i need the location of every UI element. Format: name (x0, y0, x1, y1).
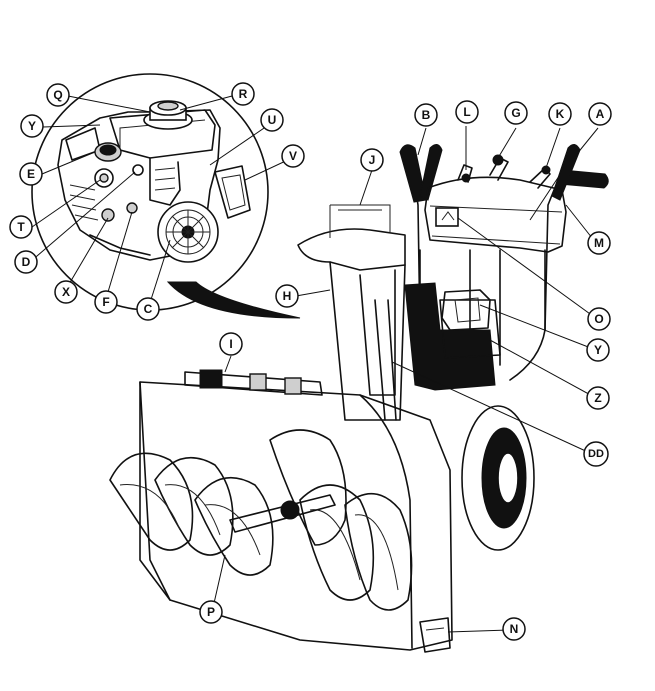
callout-t-label: T (17, 220, 25, 234)
callout-y-machine-label: Y (594, 343, 602, 357)
callout-o-label: O (594, 312, 603, 326)
callout-x: X (54, 280, 78, 304)
callout-l-label: L (463, 105, 470, 119)
callout-n-label: N (510, 622, 519, 636)
callout-labels: Q R Y U E V T D X F C B L G K A J M H O … (9, 82, 612, 641)
callout-i-label: I (229, 337, 232, 351)
callout-j: J (360, 148, 384, 172)
callout-g: G (504, 101, 528, 125)
snow-blower-machine (109, 144, 609, 653)
callout-y-engine-label: Y (28, 119, 36, 133)
callout-f-label: F (102, 295, 109, 309)
callout-f: F (94, 290, 118, 314)
callout-a-label: A (596, 107, 605, 121)
leader-lines (29, 95, 599, 633)
callout-x-label: X (62, 285, 70, 299)
callout-y-machine: Y (586, 338, 610, 362)
callout-h: H (275, 284, 299, 308)
callout-e-label: E (27, 167, 35, 181)
callout-i: I (219, 332, 243, 356)
callout-dd-label: DD (588, 448, 604, 460)
callout-k: K (548, 102, 572, 126)
callout-p: P (199, 600, 223, 624)
callout-r-label: R (239, 87, 248, 101)
callout-j-label: J (369, 153, 376, 167)
callout-d: D (14, 250, 38, 274)
callout-k-label: K (556, 107, 565, 121)
callout-g-label: G (511, 106, 520, 120)
callout-q-label: Q (53, 88, 62, 102)
callout-r: R (231, 82, 255, 106)
callout-y-engine: Y (20, 114, 44, 138)
callout-v-label: V (289, 149, 297, 163)
callout-a: A (588, 102, 612, 126)
callout-l: L (455, 100, 479, 124)
callout-m-label: M (594, 236, 604, 250)
callout-e: E (19, 162, 43, 186)
callout-h-label: H (283, 289, 292, 303)
callout-u-label: U (268, 113, 277, 127)
callout-u: U (260, 108, 284, 132)
callout-t: T (9, 215, 33, 239)
callout-b-label: B (422, 108, 431, 122)
callout-o: O (587, 307, 611, 331)
callout-z: Z (586, 386, 610, 410)
callout-p-label: P (207, 605, 215, 619)
engine-inset (31, 73, 301, 319)
callout-dd: DD (583, 441, 609, 467)
callout-c: C (136, 297, 160, 321)
callout-n: N (502, 617, 526, 641)
callout-b: B (414, 103, 438, 127)
callout-d-label: D (22, 255, 31, 269)
callout-z-label: Z (594, 391, 601, 405)
callout-v: V (281, 144, 305, 168)
callout-m: M (587, 231, 611, 255)
callout-c-label: C (144, 302, 153, 316)
callout-q: Q (46, 83, 70, 107)
